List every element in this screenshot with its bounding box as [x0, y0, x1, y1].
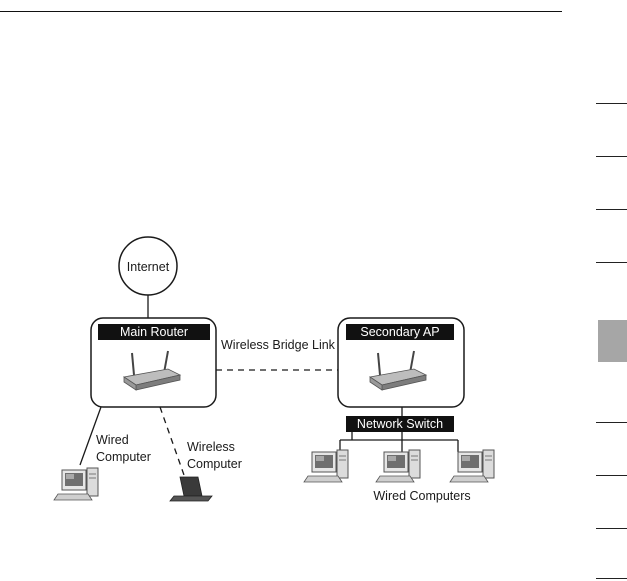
network-switch-label: Network Switch: [357, 417, 443, 431]
laptop-icon: [170, 477, 212, 501]
wired-computer-icon: [54, 468, 98, 500]
wired-computer-icon: [376, 450, 420, 482]
main-router-label: Main Router: [120, 325, 188, 339]
wired-computer-icon: [450, 450, 494, 482]
wired-computer-label-line1: Wired: [96, 433, 129, 447]
secondary-ap-label: Secondary AP: [360, 325, 439, 339]
wired-computers-label: Wired Computers: [373, 489, 470, 503]
wireless-computer-link: [160, 407, 184, 475]
wired-computer-icon: [304, 450, 348, 482]
wireless-computer-label-line2: Computer: [187, 457, 242, 471]
internet-label: Internet: [127, 260, 170, 274]
wired-computer-label-line2: Computer: [96, 450, 151, 464]
bridge-link-label: Wireless Bridge Link: [221, 338, 336, 352]
wireless-computer-label-line1: Wireless: [187, 440, 235, 454]
